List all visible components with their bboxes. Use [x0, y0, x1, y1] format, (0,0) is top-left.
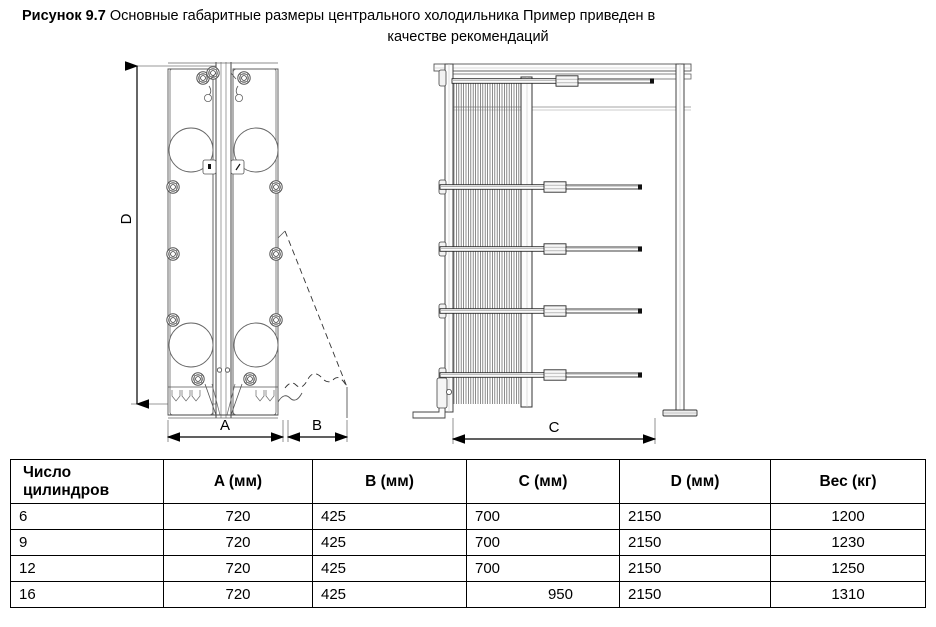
dimensions-table: Число цилиндров A (мм) B (мм) C (мм) D (…: [10, 459, 926, 608]
cell-c: 700: [466, 503, 620, 530]
dimension-a-label: A: [220, 417, 230, 434]
table-row: 6 720 425 700 2150 1200: [10, 503, 926, 530]
cell-weight: 1310: [770, 581, 926, 608]
column-header-a: A (мм): [163, 459, 313, 504]
column-header-c: C (мм): [466, 459, 620, 504]
cell-c: 950: [466, 581, 620, 608]
column-header-d: D (мм): [619, 459, 771, 504]
cell-b: 425: [312, 503, 467, 530]
table-row: 9 720 425 700 2150 1230: [10, 529, 926, 556]
column-header-cylinders-line1: Число: [23, 463, 72, 481]
figure-caption-line2: качестве рекомендаций: [387, 29, 549, 45]
cell-d: 2150: [619, 581, 771, 608]
dimension-c-label: C: [549, 419, 560, 436]
cell-weight: 1230: [770, 529, 926, 556]
dimension-b-label: B: [312, 417, 322, 434]
cell-cylinders: 6: [10, 503, 164, 530]
cell-d: 2150: [619, 529, 771, 556]
cell-a: 720: [163, 529, 313, 556]
cell-cylinders: 12: [10, 555, 164, 582]
side-view: [412, 63, 698, 419]
cell-weight: 1200: [770, 503, 926, 530]
cell-d: 2150: [619, 503, 771, 530]
technical-drawing: D A B: [0, 52, 936, 452]
cell-weight: 1250: [770, 555, 926, 582]
front-view: [131, 62, 348, 419]
cell-c: 700: [466, 529, 620, 556]
cell-b: 425: [312, 581, 467, 608]
dimension-a-b: [166, 420, 349, 442]
cell-a: 720: [163, 503, 313, 530]
cell-a: 720: [163, 555, 313, 582]
dimension-c: [451, 418, 657, 444]
column-header-cylinders-line2: цилиндров: [23, 481, 110, 499]
dimension-d-label: D: [118, 213, 135, 224]
cell-c: 700: [466, 555, 620, 582]
table-row: 12 720 425 700 2150 1250: [10, 555, 926, 582]
cell-d: 2150: [619, 555, 771, 582]
figure-caption: Рисунок 9.7 Основные габаритные размеры …: [22, 6, 914, 48]
figure-caption-line1: Основные габаритные размеры центрального…: [109, 8, 656, 24]
cell-b: 425: [312, 529, 467, 556]
cell-a: 720: [163, 581, 313, 608]
tie-bolts: [439, 75, 655, 381]
table-row: 16 720 425 950 2150 1310: [10, 581, 926, 608]
cell-cylinders: 9: [10, 529, 164, 556]
column-header-weight: Вес (кг): [770, 459, 926, 504]
column-header-b: B (мм): [312, 459, 467, 504]
figure-number: Рисунок 9.7: [22, 8, 106, 24]
table-header-row: Число цилиндров A (мм) B (мм) C (мм) D (…: [10, 459, 926, 504]
column-header-cylinders: Число цилиндров: [10, 459, 164, 504]
cell-cylinders: 16: [10, 581, 164, 608]
cell-b: 425: [312, 555, 467, 582]
